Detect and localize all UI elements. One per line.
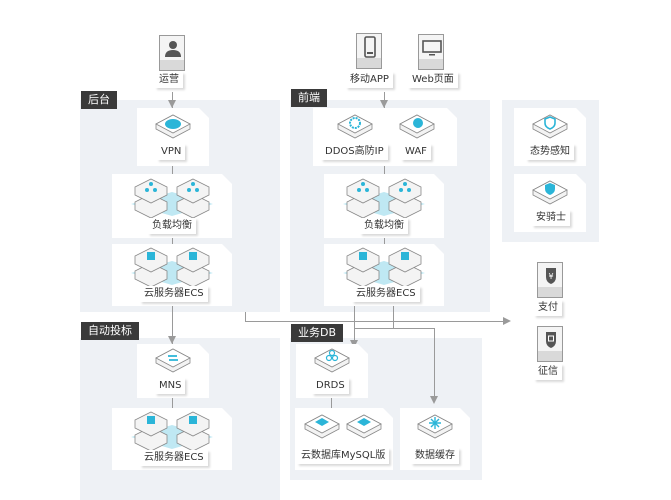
connector-cache-drop [434,328,435,398]
credit-label: 征信 [534,364,562,380]
data-cache-label: 数据缓存 [411,448,459,464]
monitor-icon [418,34,444,70]
drds-cluster-icon [312,346,352,376]
auto-bid-ecs-label: 云服务器ECS [140,450,208,466]
external-services-card: ¥ 支付 征信 [514,254,589,388]
ddos-gear-icon [335,112,375,142]
vpn-cloud-icon [153,112,193,142]
frontend-ecs-label: 云服务器ECS [352,286,420,302]
load-balancer-icon [339,176,429,222]
payment-label: 支付 [534,300,562,316]
mns-node[interactable]: MNS [137,344,209,398]
vpn-node[interactable]: VPN [137,108,209,166]
mobile-phone-icon [356,33,382,69]
mysql-node[interactable]: 云数据库MySQL版 [295,408,393,470]
backend-ecs-node[interactable]: 云服务器ECS [112,244,232,306]
backend-load-balancer-node[interactable]: 负载均衡 [112,174,232,238]
ecs-server-icon [127,245,217,291]
connector-ops-vpn [172,90,173,108]
aegis-node[interactable]: 安骑士 [514,174,586,232]
credit-badge-icon[interactable] [537,326,563,362]
connector-backend-mns [172,306,173,344]
frontend-ecs-node[interactable]: 云服务器ECS [324,244,444,306]
connector-backend-bus [245,312,246,322]
frontend-load-balancer-label: 负载均衡 [360,218,408,234]
user-icon [159,35,185,71]
business-db-tag: 业务DB [291,324,344,342]
mns-sync-icon [153,346,193,376]
mysql-db-icon [302,412,386,442]
ddos-waf-node[interactable]: DDOS高防IP WAF [313,108,457,166]
waf-shield-icon [397,112,437,142]
waf-label: WAF [401,144,431,160]
ops-label: 运营 [155,72,183,88]
ecs-server-icon [127,409,217,455]
situation-awareness-label: 态势感知 [526,144,574,160]
web-page-label: Web页面 [408,72,458,88]
end-users-client-card[interactable]: 移动APP Web页面 [338,28,466,92]
svg-text:¥: ¥ [548,272,553,281]
connector-frontend-bus [393,306,394,328]
frontend-load-balancer-node[interactable]: 负载均衡 [324,174,444,238]
drds-node[interactable]: DRDS [296,344,368,398]
backend-load-balancer-label: 负载均衡 [148,218,196,234]
drds-label: DRDS [312,378,349,394]
vpn-label: VPN [157,144,185,160]
arrow-ops-vpn [168,100,176,108]
load-balancer-icon [127,176,217,222]
mysql-label: 云数据库MySQL版 [297,448,389,464]
arrow-backend-mns [168,336,176,344]
arrow-to-external [503,317,511,325]
connector-mns-ecs [172,398,173,410]
cache-burst-icon [415,412,455,442]
connector-drds-mysql [331,398,332,410]
ecs-server-icon [339,245,429,291]
data-cache-node[interactable]: 数据缓存 [400,408,470,470]
backend-tag: 后台 [81,91,117,109]
aegis-label: 安骑士 [532,210,570,226]
mns-label: MNS [155,378,185,394]
situation-awareness-icon [530,112,570,142]
arrow-to-cache [430,396,438,404]
connector-frontend-drds [354,306,355,342]
ddos-label: DDOS高防IP [321,144,388,160]
ops-client-card[interactable]: 运营 [137,28,209,92]
frontend-tag: 前端 [291,89,327,107]
connector-bus-external [245,321,505,322]
yen-payment-icon[interactable]: ¥ [537,262,563,298]
auto-bid-tag: 自动投标 [81,322,139,340]
arrow-clients-ddos [380,100,388,108]
connector-bus-cache [354,328,434,329]
mobile-app-label: 移动APP [346,72,393,88]
backend-ecs-label: 云服务器ECS [140,286,208,302]
aegis-shield-icon [530,178,570,208]
situation-awareness-node[interactable]: 态势感知 [514,108,586,166]
connector-clients-ddos [384,90,385,108]
auto-bid-ecs-node[interactable]: 云服务器ECS [112,408,232,470]
